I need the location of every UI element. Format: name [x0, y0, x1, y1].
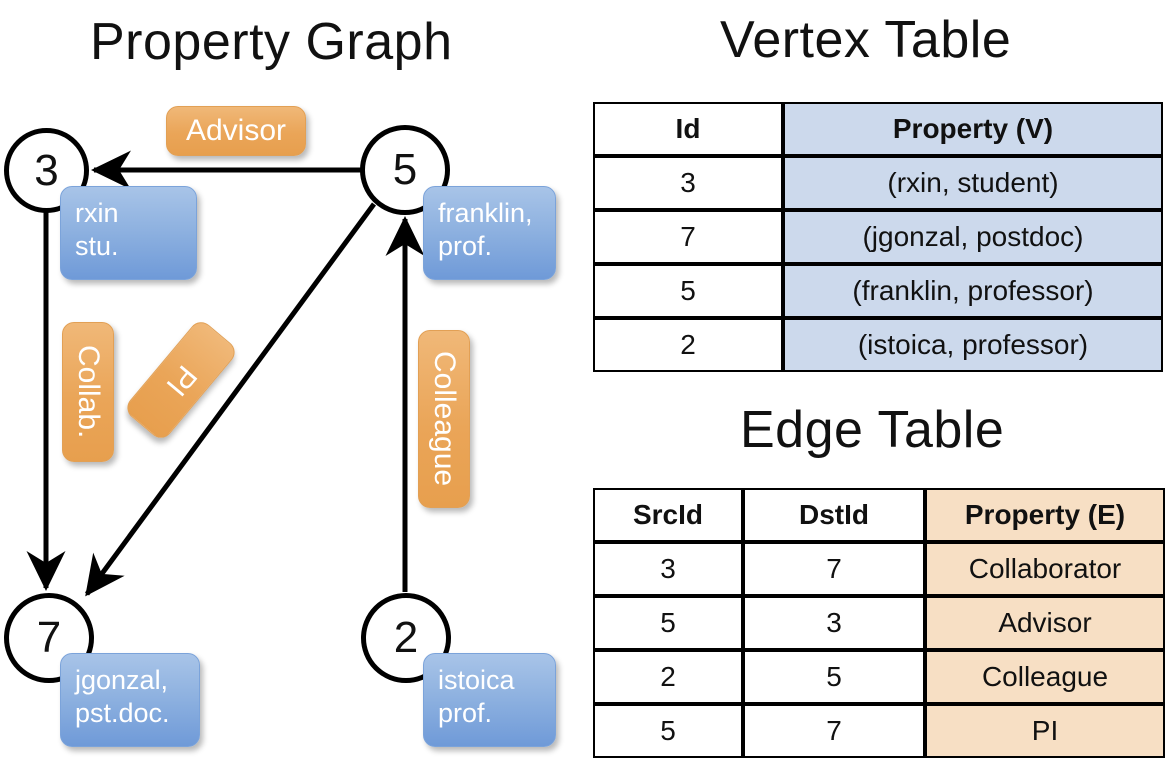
vertex-property-box-rxin[interactable]: rxin stu. — [60, 186, 197, 280]
vertex-property-line1: istoica — [438, 665, 515, 695]
vertex-property-box-franklin[interactable]: franklin, prof. — [423, 186, 556, 280]
vertex-node-7-label: 7 — [36, 613, 62, 662]
property-graph-diagram: 3 5 7 2 rxin stu. franklin, prof. jgonza… — [4, 106, 556, 747]
cell-property: (jgonzal, postdoc) — [783, 210, 1163, 264]
vertex-table: Id Property (V) 3 (rxin, student) 7 (jgo… — [593, 102, 1163, 372]
table-header-row: Id Property (V) — [593, 102, 1163, 156]
cell-srcid: 2 — [593, 650, 743, 704]
cell-id: 5 — [593, 264, 783, 318]
cell-property: (istoica, professor) — [783, 318, 1163, 372]
vertex-property-line1: jgonzal, — [75, 665, 169, 695]
cell-id: 2 — [593, 318, 783, 372]
edge-label-text: Colleague — [428, 351, 461, 487]
cell-property: Colleague — [925, 650, 1165, 704]
cell-srcid: 3 — [593, 542, 743, 596]
vertex-property-line2: prof. — [438, 230, 493, 261]
cell-property: Advisor — [925, 596, 1165, 650]
table-row[interactable]: 5 3 Advisor — [593, 596, 1165, 650]
page-title-property-graph: Property Graph — [90, 13, 453, 71]
edge-line-pi — [84, 202, 377, 597]
cell-property: (franklin, professor) — [783, 264, 1163, 318]
cell-property: PI — [925, 704, 1165, 758]
vertex-node-5[interactable]: 5 — [360, 125, 450, 215]
cell-dstid: 7 — [743, 704, 925, 758]
cell-id: 7 — [593, 210, 783, 264]
cell-dstid: 7 — [743, 542, 925, 596]
cell-dstid: 5 — [743, 650, 925, 704]
vertex-property-box-jgonzal[interactable]: jgonzal, pst.doc. — [60, 653, 200, 747]
column-header-srcid: SrcId — [593, 488, 743, 542]
cell-property: (rxin, student) — [783, 156, 1163, 210]
table-row[interactable]: 5 7 PI — [593, 704, 1165, 758]
edge-label-box-colleague[interactable]: Colleague — [418, 330, 470, 508]
edge-label-box-advisor[interactable]: Advisor — [166, 106, 306, 156]
table-row[interactable]: 3 (rxin, student) — [593, 156, 1163, 210]
vertex-node-5-label: 5 — [392, 145, 418, 194]
table-row[interactable]: 2 (istoica, professor) — [593, 318, 1163, 372]
vertex-property-line1: franklin, — [438, 198, 533, 228]
table-row[interactable]: 2 5 Colleague — [593, 650, 1165, 704]
vertex-node-2[interactable]: 2 — [361, 593, 451, 683]
cell-id: 3 — [593, 156, 783, 210]
table-header-row: SrcId DstId Property (E) — [593, 488, 1165, 542]
vertex-node-3-label: 3 — [34, 145, 59, 195]
vertex-property-line2: pst.doc. — [75, 697, 170, 728]
section-title-edge-table: Edge Table — [740, 401, 1005, 459]
vertex-property-box-istoica[interactable]: istoica prof. — [423, 653, 556, 747]
section-title-vertex-table: Vertex Table — [720, 11, 1012, 69]
table-row[interactable]: 3 7 Collaborator — [593, 542, 1165, 596]
edge-label-box-collab[interactable]: Collab. — [62, 322, 114, 462]
edge-label-text: PI — [159, 358, 204, 402]
table-row[interactable]: 5 (franklin, professor) — [593, 264, 1163, 318]
cell-property: Collaborator — [925, 542, 1165, 596]
cell-dstid: 3 — [743, 596, 925, 650]
vertex-property-line2: prof. — [438, 697, 493, 728]
column-header-id: Id — [593, 102, 783, 156]
cell-srcid: 5 — [593, 704, 743, 758]
edge-label-text: Advisor — [185, 114, 287, 147]
vertex-property-line1: rxin — [75, 198, 119, 228]
cell-srcid: 5 — [593, 596, 743, 650]
edge-table: SrcId DstId Property (E) 3 7 Collaborato… — [593, 488, 1165, 758]
vertex-property-line2: stu. — [75, 230, 119, 261]
vertex-node-2-label: 2 — [393, 613, 419, 662]
graph-edge-lines — [26, 150, 425, 597]
column-header-property-v: Property (V) — [783, 102, 1163, 156]
column-header-property-e: Property (E) — [925, 488, 1165, 542]
table-row[interactable]: 7 (jgonzal, postdoc) — [593, 210, 1163, 264]
edge-label-text: Collab. — [72, 345, 105, 439]
column-header-dstid: DstId — [743, 488, 925, 542]
